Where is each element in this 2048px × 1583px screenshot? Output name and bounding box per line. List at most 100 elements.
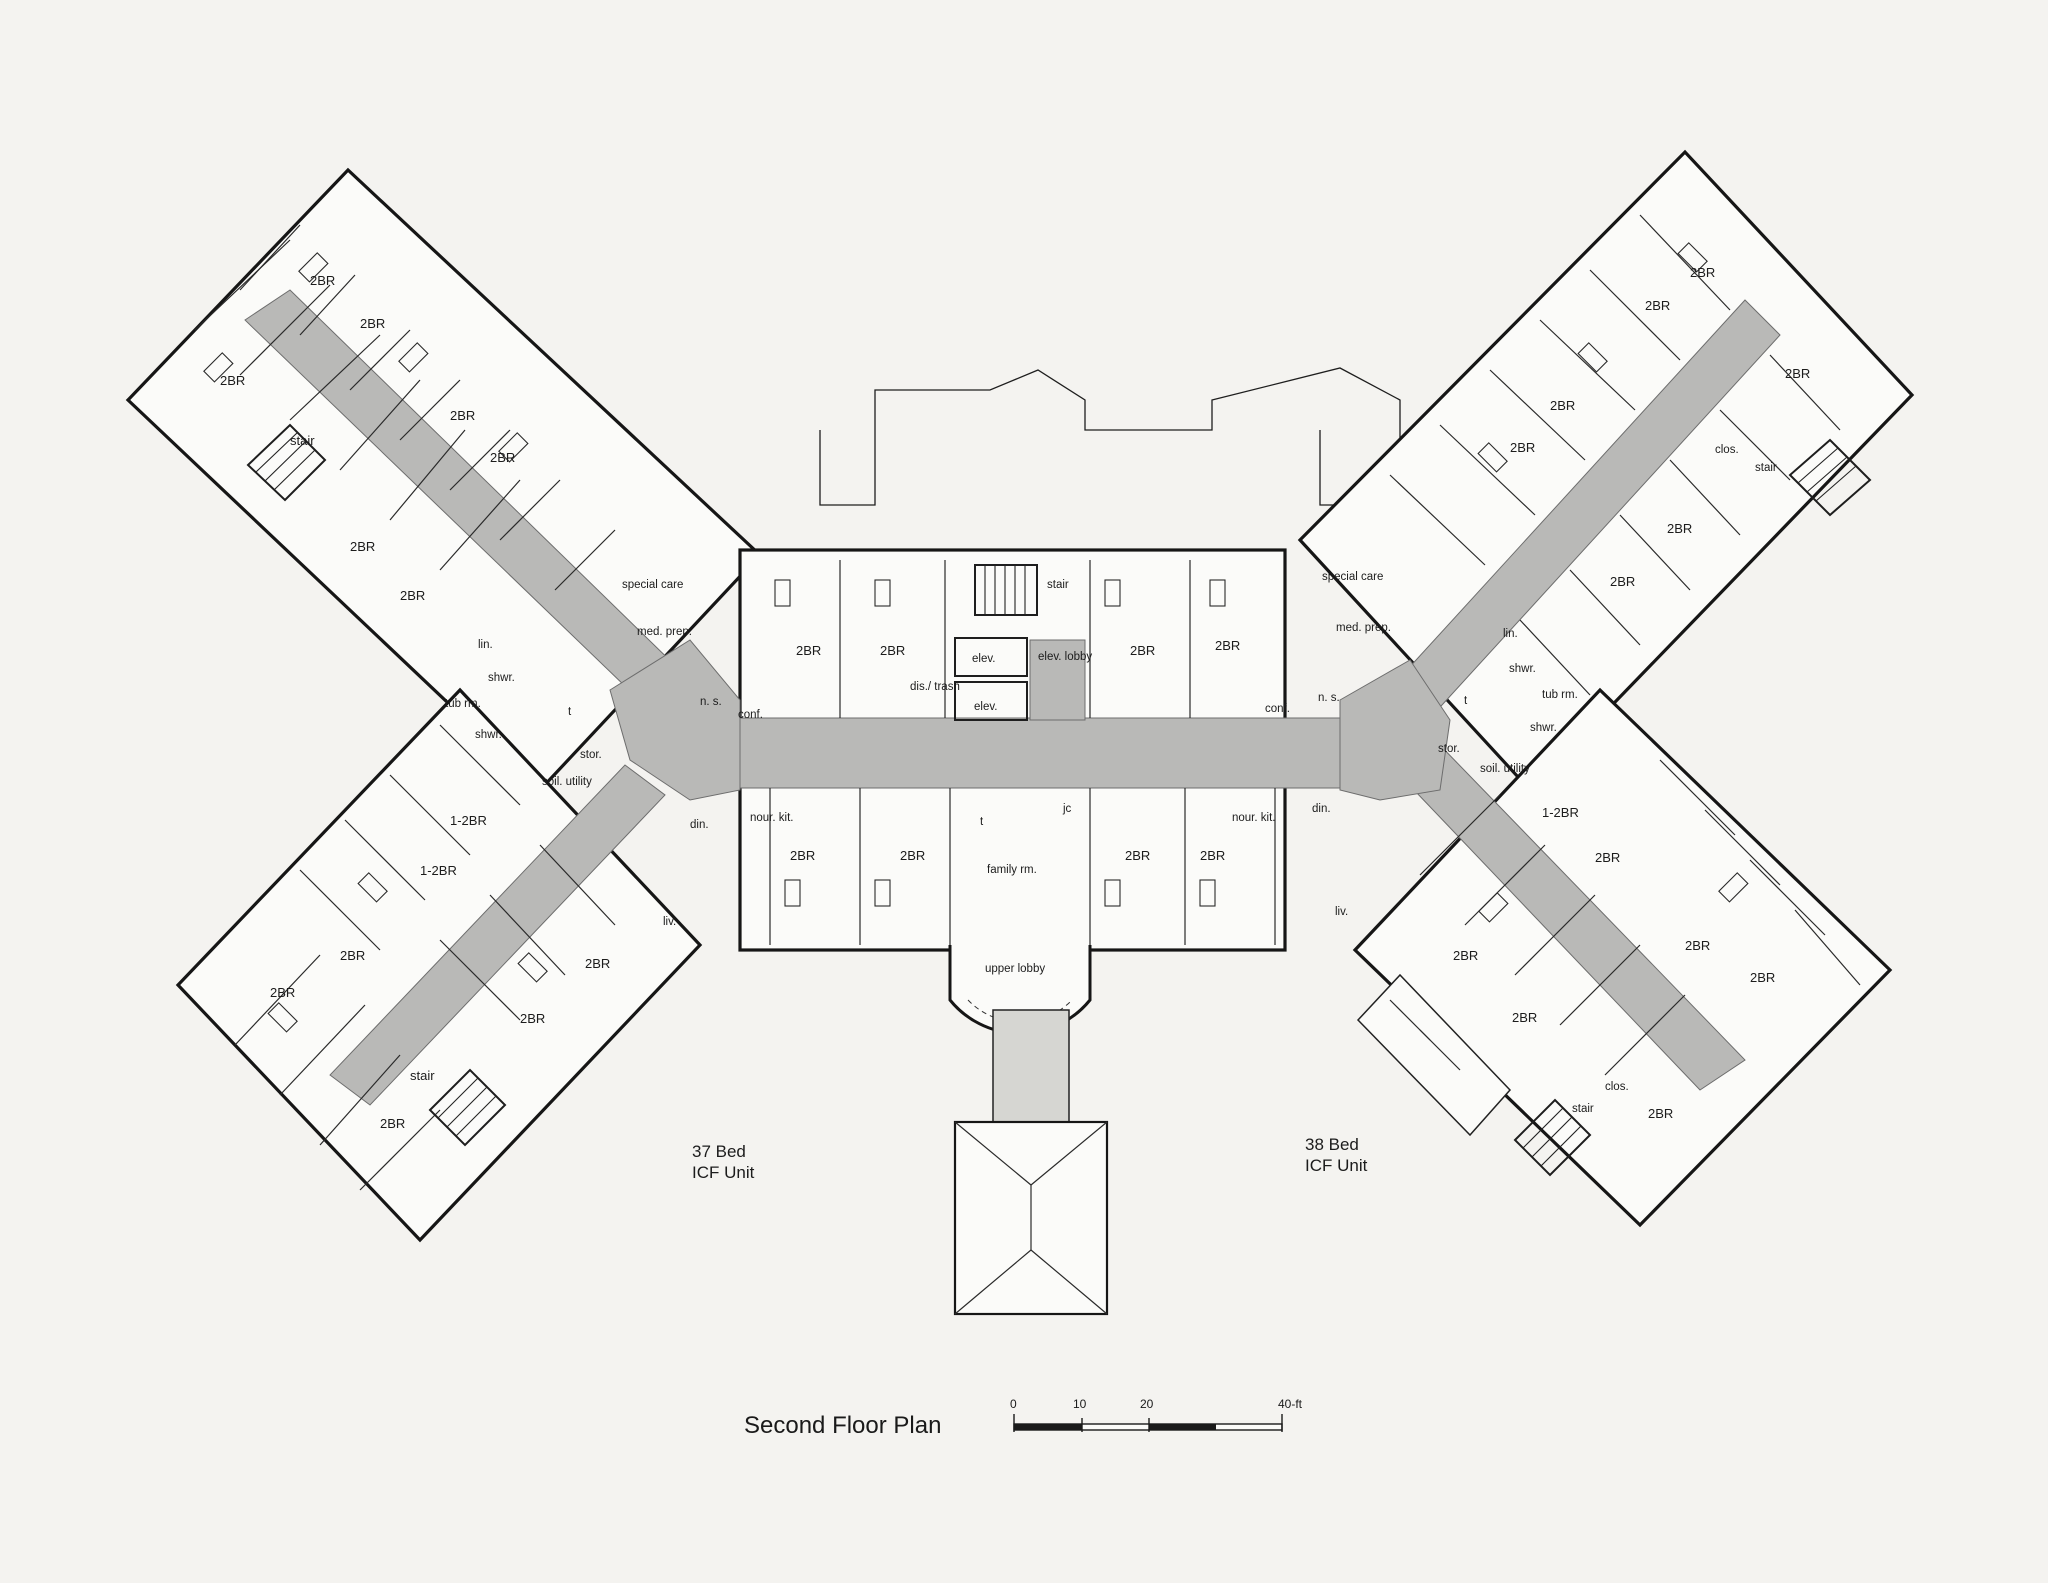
room-label: 2BR — [340, 948, 365, 963]
stair-label: stair — [1047, 579, 1069, 591]
room-label: 2BR — [360, 316, 385, 331]
room-label: 2BR — [490, 450, 515, 465]
room-label: dis./ trash — [910, 681, 960, 693]
room-label: t — [980, 816, 984, 828]
right-unit-caption-line2: ICF Unit — [1305, 1156, 1368, 1175]
room-label: 2BR — [1610, 574, 1635, 589]
room-label: 2BR — [1125, 848, 1150, 863]
room-label: din. — [1312, 803, 1331, 815]
room-label: family rm. — [987, 864, 1037, 876]
center-block — [609, 548, 1451, 952]
left-unit-caption-line2: ICF Unit — [692, 1163, 755, 1182]
room-label: 2BR — [1510, 440, 1535, 455]
room-label: special care — [622, 579, 683, 591]
room-label: n. s. — [1318, 692, 1340, 704]
right-upper-rooms — [1389, 214, 1841, 696]
room-label: jc — [1062, 803, 1072, 815]
stair-label: stair — [1572, 1103, 1594, 1115]
room-label: nour. kit. — [750, 812, 793, 824]
room-label: clos. — [1605, 1081, 1629, 1093]
room-label: 2BR — [520, 1011, 545, 1026]
room-label: 2BR — [1685, 938, 1710, 953]
scale-tick-label: 20 — [1140, 1397, 1154, 1411]
room-label: 2BR — [1215, 638, 1240, 653]
room-label: elev. lobby — [1038, 651, 1092, 663]
room-label: liv. — [1335, 906, 1348, 918]
room-label: stor. — [580, 749, 602, 761]
room-label: 2BR — [790, 848, 815, 863]
room-label: stor. — [1438, 743, 1460, 755]
scale-tick-label: 40-ft — [1278, 1397, 1303, 1411]
stair-label: stair — [410, 1068, 435, 1083]
room-label: 2BR — [900, 848, 925, 863]
room-label: 2BR — [1667, 521, 1692, 536]
center-rooms — [769, 560, 1276, 945]
room-label: 1-2BR — [450, 813, 487, 828]
left-lower-wing — [175, 687, 703, 1243]
room-label: 2BR — [1595, 850, 1620, 865]
room-label: 2BR — [380, 1116, 405, 1131]
room-label: t — [1464, 695, 1468, 707]
room-label: shwr. — [1509, 663, 1536, 675]
room-label: 2BR — [400, 588, 425, 603]
room-label: conf. — [1265, 703, 1290, 715]
room-label: din. — [690, 819, 709, 831]
room-label: 2BR — [1645, 298, 1670, 313]
room-label: t — [568, 706, 572, 718]
room-label: 2BR — [1200, 848, 1225, 863]
stair-label: stair — [1755, 462, 1777, 474]
room-labels-left: 2BR 2BR 2BR 2BR 2BR 2BR 2BR stair lin. s… — [220, 273, 793, 1131]
room-label: 2BR — [310, 273, 335, 288]
room-label: 2BR — [1512, 1010, 1537, 1025]
room-label: 2BR — [1785, 366, 1810, 381]
room-label: soil. utility — [542, 776, 592, 788]
right-lower-rooms — [1419, 759, 1861, 1076]
room-label: 1-2BR — [420, 863, 457, 878]
room-label: 2BR — [796, 643, 821, 658]
room-label: soil. utility — [1480, 763, 1530, 775]
room-label: 2BR — [450, 408, 475, 423]
room-label: tub rm. — [1542, 689, 1578, 701]
room-label: conf. — [738, 709, 763, 721]
scale-bar: 0 10 20 40-ft — [1010, 1397, 1303, 1432]
page-title: Second Floor Plan — [744, 1412, 941, 1439]
room-label: upper lobby — [985, 963, 1045, 975]
room-label: elev. — [974, 701, 997, 713]
beds — [203, 242, 1749, 1033]
entrance-canopy — [953, 1120, 1109, 1316]
room-label: shwr. — [488, 672, 515, 684]
right-lower-wing — [1352, 687, 1893, 1228]
room-label: lin. — [478, 639, 493, 651]
room-label: nour. kit. — [1232, 812, 1275, 824]
left-unit-caption-line1: 37 Bed — [692, 1142, 746, 1161]
room-labels-center: stair elev. elev. elev. lobby dis./ tras… — [790, 579, 1348, 975]
room-label: shwr. — [1530, 722, 1557, 734]
room-label: 2BR — [350, 539, 375, 554]
room-label: special care — [1322, 571, 1383, 583]
room-label: tub rm. — [445, 698, 481, 710]
room-labels-right: 2BR 2BR 2BR 2BR 2BR 2BR 2BR clos. stair … — [1265, 265, 1810, 1121]
left-upper-wing — [125, 167, 763, 793]
right-unit-caption-line1: 38 Bed — [1305, 1135, 1359, 1154]
room-label: 2BR — [1550, 398, 1575, 413]
room-label: 2BR — [1648, 1106, 1673, 1121]
room-label: 2BR — [880, 643, 905, 658]
room-label: clos. — [1715, 444, 1739, 456]
room-label: liv. — [663, 916, 676, 928]
room-label: 2BR — [1130, 643, 1155, 658]
room-label: 2BR — [1750, 970, 1775, 985]
left-upper-rooms — [194, 224, 616, 591]
room-label: n. s. — [700, 696, 722, 708]
exterior-ramp — [1356, 973, 1512, 1137]
room-label: 1-2BR — [1542, 805, 1579, 820]
room-label: med. prep. — [1336, 622, 1391, 634]
stairs — [246, 423, 1872, 1177]
room-label: 2BR — [1453, 948, 1478, 963]
room-label: 2BR — [220, 373, 245, 388]
room-label: 2BR — [1690, 265, 1715, 280]
upper-lobby — [948, 945, 1092, 1126]
left-lower-rooms — [234, 724, 616, 1191]
scale-tick-label: 0 — [1010, 1397, 1017, 1411]
